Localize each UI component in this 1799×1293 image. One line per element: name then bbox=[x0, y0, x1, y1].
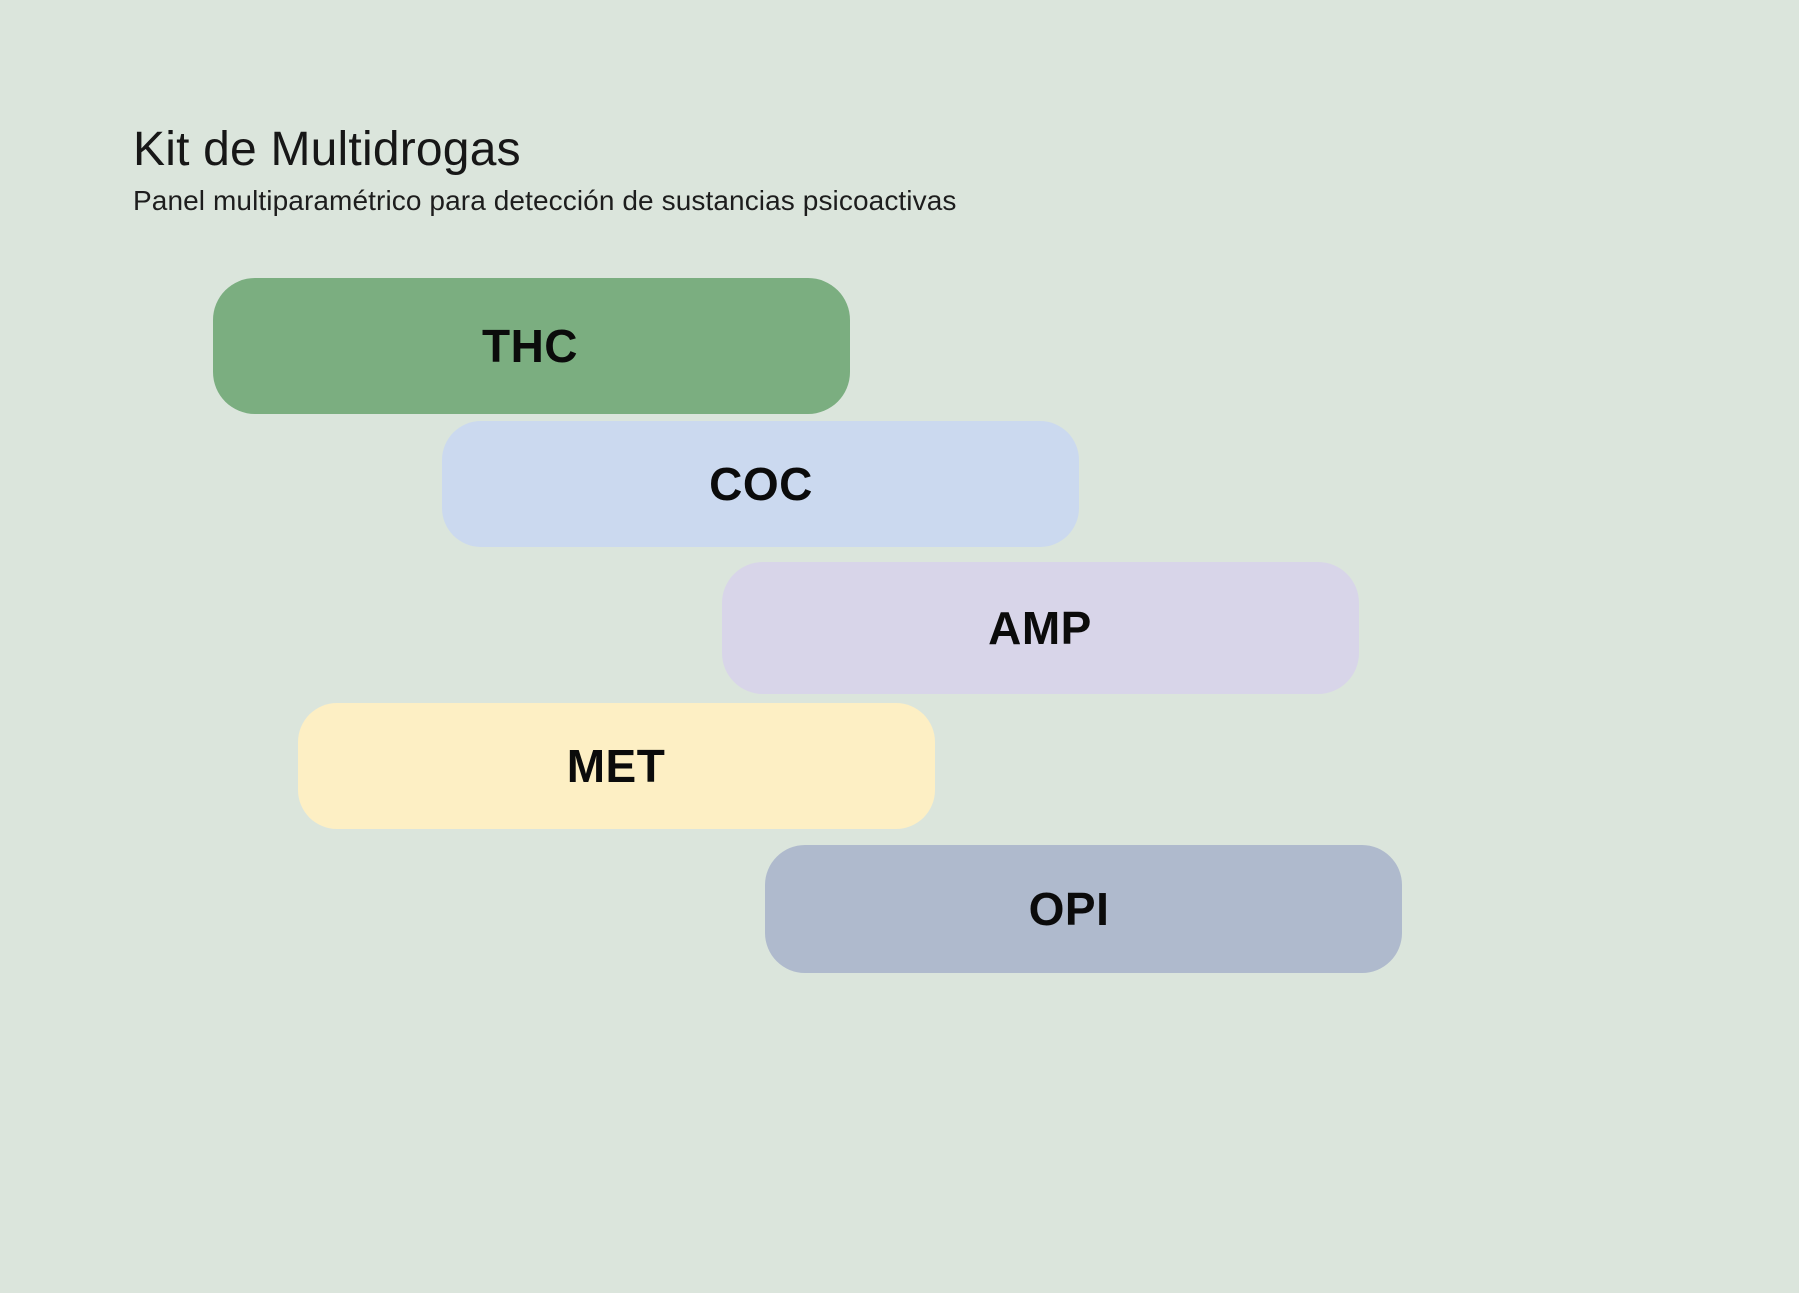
bar-met[interactable]: MET bbox=[298, 703, 935, 829]
header-block: Kit de Multidrogas Panel multiparamétric… bbox=[133, 124, 1333, 217]
bar-label-amp: AMP bbox=[988, 602, 1092, 654]
bar-thc[interactable]: THC bbox=[213, 278, 850, 414]
bar-amp[interactable]: AMP bbox=[722, 562, 1359, 694]
bar-opi[interactable]: OPI bbox=[765, 845, 1402, 973]
page-subtitle: Panel multiparamétrico para detección de… bbox=[133, 184, 957, 216]
bar-label-thc: THC bbox=[481, 320, 579, 372]
bar-label-coc: COC bbox=[709, 458, 813, 510]
page-title: Kit de Multidrogas bbox=[133, 123, 521, 176]
bar-label-opi: OPI bbox=[1028, 883, 1110, 935]
bar-label-met: MET bbox=[566, 740, 666, 792]
bar-coc[interactable]: COC bbox=[442, 421, 1079, 547]
